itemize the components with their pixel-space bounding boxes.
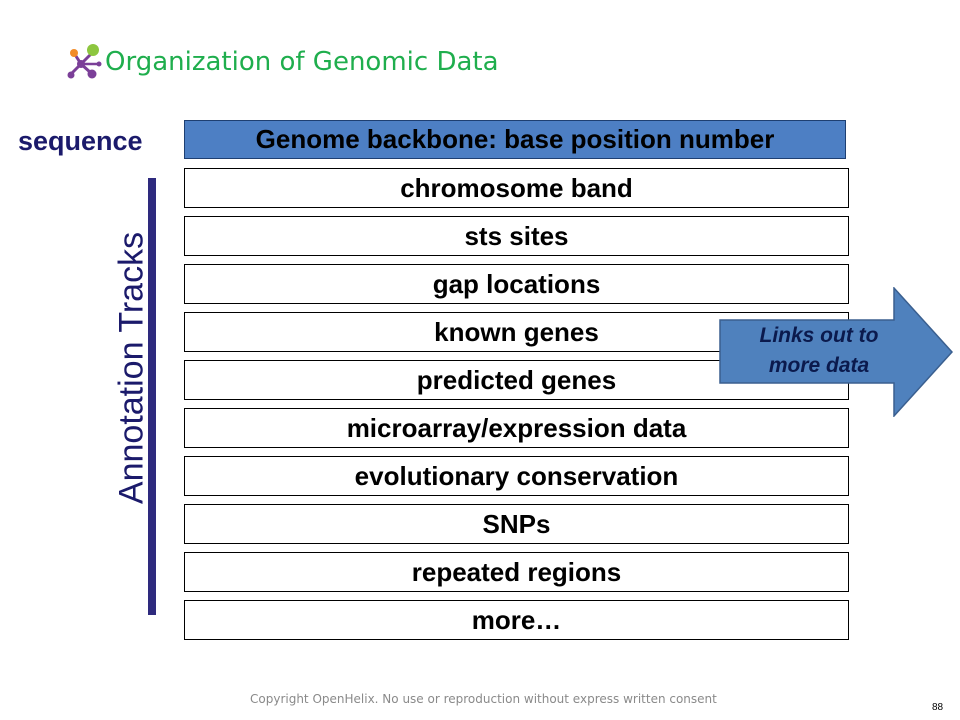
track-label: repeated regions: [411, 556, 622, 587]
page-title: Organization of Genomic Data: [105, 47, 499, 77]
annotation-tracks-label: Annotation Tracks: [112, 231, 151, 505]
genome-backbone-box: Genome backbone: base position number: [184, 120, 846, 159]
track-repeated-regions: repeated regions: [184, 552, 849, 592]
track-label: sts sites: [464, 220, 569, 251]
genome-backbone-label: Genome backbone: base position number: [255, 124, 775, 154]
callout-line-2: more data: [768, 354, 870, 377]
track-microarray-expression: microarray/expression data: [184, 408, 849, 448]
track-snps: SNPs: [184, 504, 849, 544]
track-label: known genes: [434, 316, 599, 347]
track-more: more…: [184, 600, 849, 640]
track-label: chromosome band: [400, 172, 633, 203]
right-arrow-icon: [719, 287, 953, 417]
annotation-tracks-bracket: [148, 178, 156, 615]
links-out-callout: Links out to more data: [724, 321, 914, 381]
track-label: predicted genes: [416, 364, 617, 395]
track-label: more…: [471, 604, 562, 635]
track-evolutionary-conservation: evolutionary conservation: [184, 456, 849, 496]
track-sts-sites: sts sites: [184, 216, 849, 256]
track-label: microarray/expression data: [346, 412, 687, 443]
track-label: SNPs: [482, 508, 551, 539]
track-label: evolutionary conservation: [354, 460, 679, 491]
track-label: gap locations: [432, 268, 601, 299]
callout-line-1: Links out to: [759, 324, 879, 347]
sequence-label: sequence: [18, 126, 143, 156]
track-chromosome-band: chromosome band: [184, 168, 849, 208]
track-gap-locations: gap locations: [184, 264, 849, 304]
page-number: 88: [932, 702, 944, 713]
copyright-notice: Copyright OpenHelix. No use or reproduct…: [250, 692, 717, 706]
annotation-track-list: chromosome band sts sites gap locations …: [184, 168, 849, 648]
openhelix-molecule-icon: [67, 44, 102, 79]
